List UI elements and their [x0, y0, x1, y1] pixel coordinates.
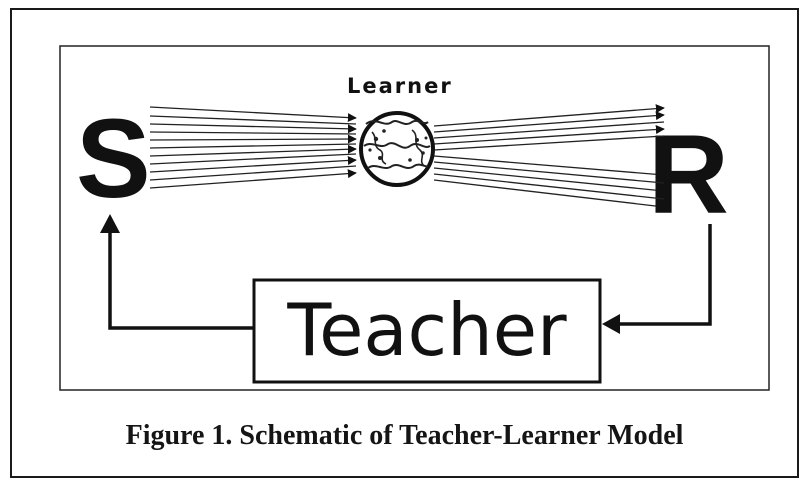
response-line: [433, 167, 665, 195]
response-line: [433, 135, 665, 151]
response-line: [433, 155, 665, 179]
response-line: [433, 179, 665, 211]
stimulus-line: [149, 153, 357, 165]
stimulus-line: [149, 165, 357, 181]
diagram-box: [59, 45, 770, 391]
response-lines: [433, 104, 665, 211]
response-line: [433, 173, 665, 200]
response-line: [433, 125, 665, 145]
teacher-to-stimulus-arrow: [100, 214, 254, 330]
stimulus-label: S: [76, 96, 151, 221]
response-line: [433, 104, 665, 127]
figure-frame: [10, 8, 799, 478]
stimulus-line: [149, 155, 357, 173]
stimulus-line: [149, 144, 357, 157]
response-to-teacher-arrow: [602, 224, 712, 334]
stimulus-lines: [149, 106, 357, 189]
response-line: [433, 111, 665, 133]
figure-caption: Figure 1. Schematic of Teacher-Learner M…: [125, 420, 684, 451]
stimulus-line: [149, 106, 357, 123]
stimulus-line: [149, 169, 357, 189]
stimulus-line: [149, 123, 357, 134]
stimulus-line: [149, 143, 357, 149]
stimulus-line: [149, 134, 357, 144]
teacher-label: Teacher: [286, 288, 567, 372]
response-line: [433, 121, 665, 139]
learner-label: Learner: [347, 74, 453, 98]
learner-brain-icon: [359, 111, 435, 187]
teacher-box: [252, 278, 602, 384]
stimulus-line: [149, 131, 357, 135]
response-line: [433, 161, 665, 184]
stimulus-line: [149, 115, 357, 125]
